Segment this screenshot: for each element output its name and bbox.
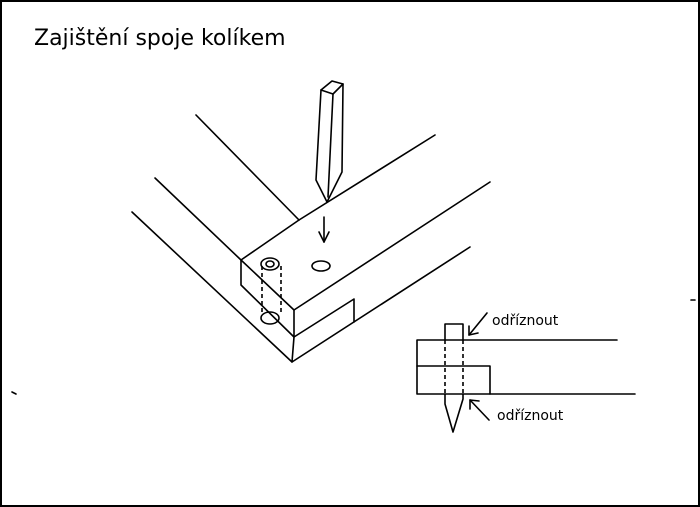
stray-mark xyxy=(11,391,17,395)
peg-hole-bottom xyxy=(260,311,280,325)
upper-board-edge xyxy=(195,114,300,221)
cut-label-bottom: odříznout xyxy=(497,408,564,424)
peg-tip-excess xyxy=(444,393,464,433)
lower-board xyxy=(416,365,491,395)
peg-hole xyxy=(311,260,331,272)
block-front-face xyxy=(240,259,295,338)
notch xyxy=(293,298,355,338)
top-face-back-edge xyxy=(240,134,436,261)
board-outline xyxy=(416,339,636,395)
inserted-peg-top xyxy=(260,257,280,271)
inserted-peg-core xyxy=(265,260,275,268)
cut-label-top: odříznout xyxy=(492,313,559,329)
middle-board-edge xyxy=(154,177,242,261)
peg-top-excess xyxy=(444,323,464,341)
diagram-title: Zajištění spoje kolíkem xyxy=(34,26,286,51)
section-inset: odříznout odříznout xyxy=(416,312,636,433)
lower-board-right-edge xyxy=(291,246,471,363)
isometric-joint xyxy=(11,80,696,395)
lower-board-edge xyxy=(131,211,293,363)
down-arrow-icon xyxy=(318,216,330,243)
arrow-icon xyxy=(469,399,490,421)
peg xyxy=(315,80,344,203)
top-face-front-edge xyxy=(240,181,491,311)
arrow-icon xyxy=(468,312,488,336)
